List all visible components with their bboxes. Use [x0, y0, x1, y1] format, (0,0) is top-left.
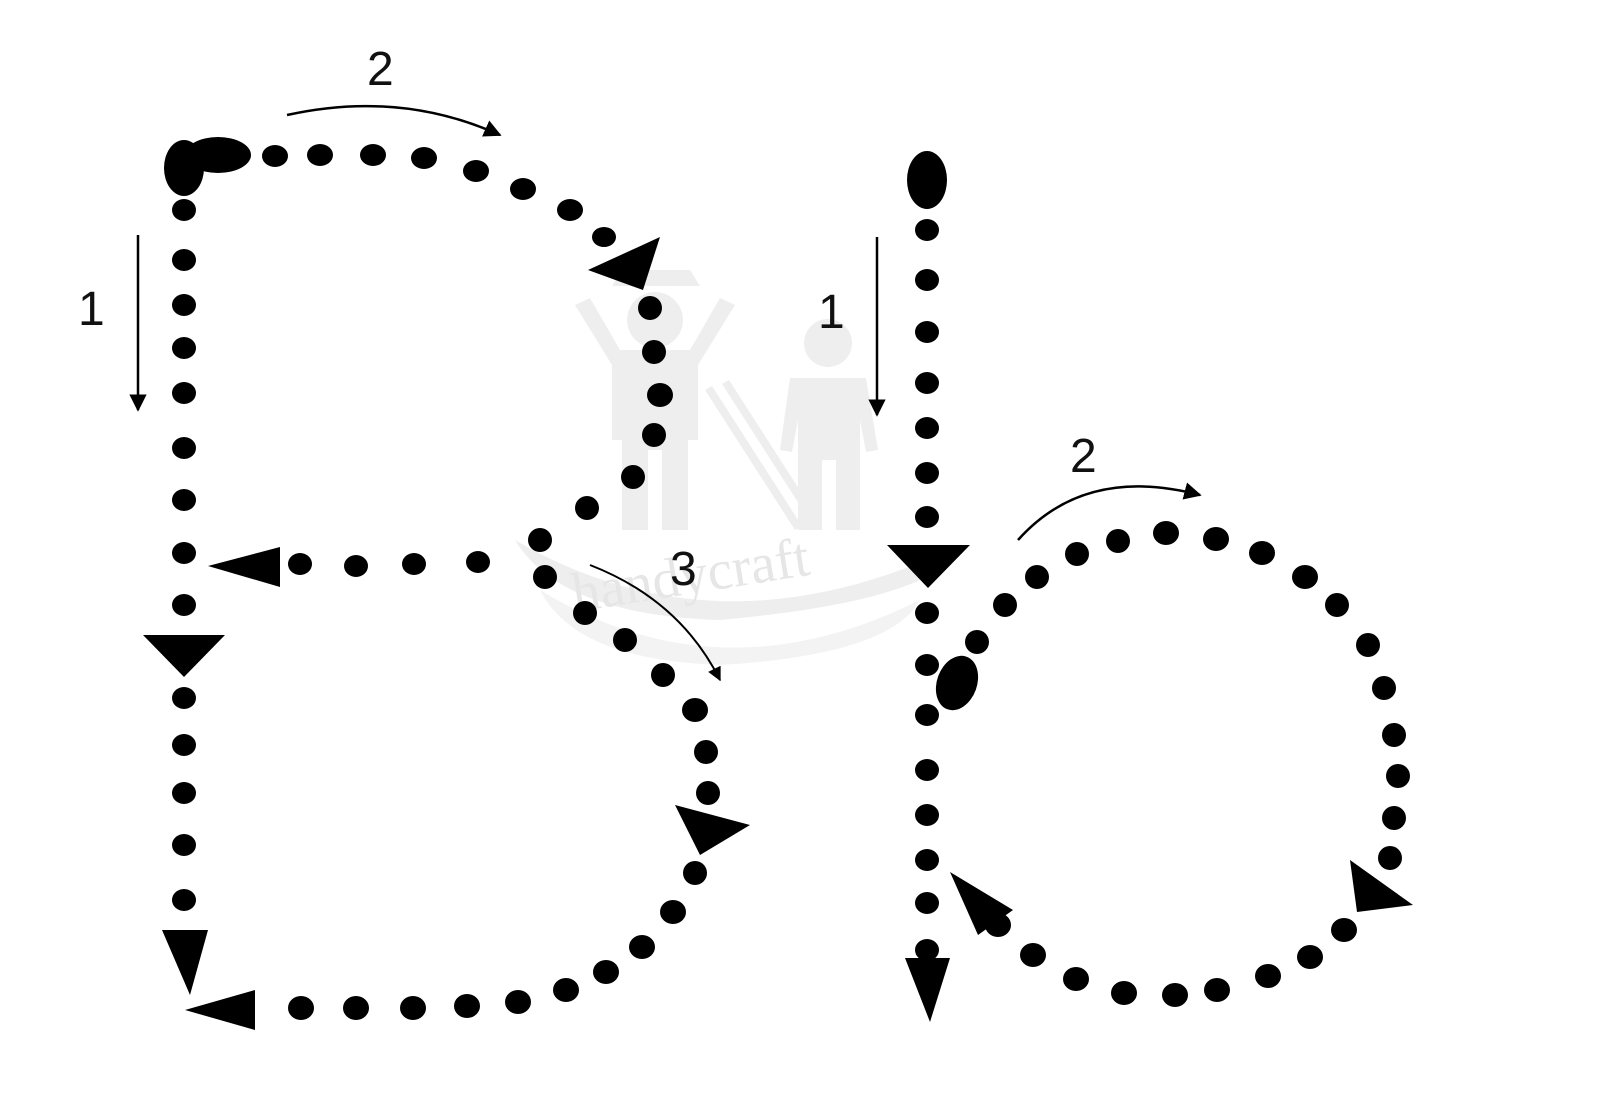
B-top-bowl-arrowhead [588, 237, 660, 290]
b-stem-arrowhead-mid [887, 545, 970, 588]
B-stroke-2-dotted-path [262, 144, 673, 577]
b-bowl-arrowhead [1350, 860, 1413, 912]
B-stem-arrowhead-end [162, 930, 208, 995]
b-stroke-1-number: 1 [818, 286, 845, 339]
b-stroke-2-direction-arrow [1017, 482, 1202, 541]
b-stroke-2-dotted-path [965, 521, 1410, 1007]
B-stroke-3-dotted-path [288, 565, 720, 1020]
b-bowl-start-marker [935, 655, 979, 711]
B-stroke-1-dotted-path [172, 199, 196, 911]
b-stroke-1-dotted-path [915, 219, 939, 961]
b-start-point-marker [907, 151, 947, 209]
B-stroke-1-number: 1 [78, 283, 105, 336]
B-stroke-2-direction-arrow [286, 104, 502, 137]
watermark-figure-right [780, 378, 878, 530]
B-stem-arrowhead-mid [143, 635, 225, 677]
watermark-ladder [705, 386, 802, 530]
B-stroke-3-direction-arrow [589, 564, 721, 682]
B-top-bowl-return-arrowhead [208, 547, 280, 587]
start-point-marker-cap [185, 137, 251, 173]
watermark-figure-left [575, 298, 735, 530]
letter-B-tracing: 1 2 3 [78, 43, 750, 1030]
watermark-figure-head-right [804, 319, 852, 367]
b-bowl-return-arrowhead [950, 872, 1013, 935]
b-stem-arrowhead-end [905, 958, 950, 1022]
B-stroke-2-number: 2 [367, 43, 394, 96]
watermark-ladder-rail [722, 380, 819, 524]
watermark-swoosh [515, 540, 960, 620]
B-stroke-3-number: 3 [670, 543, 697, 596]
B-bottom-bowl-arrowhead [675, 805, 750, 855]
letter-b-tracing: 1 2 [818, 151, 1413, 1022]
B-bottom-bowl-return-arrowhead [185, 990, 255, 1030]
b-stroke-2-number: 2 [1070, 430, 1097, 483]
